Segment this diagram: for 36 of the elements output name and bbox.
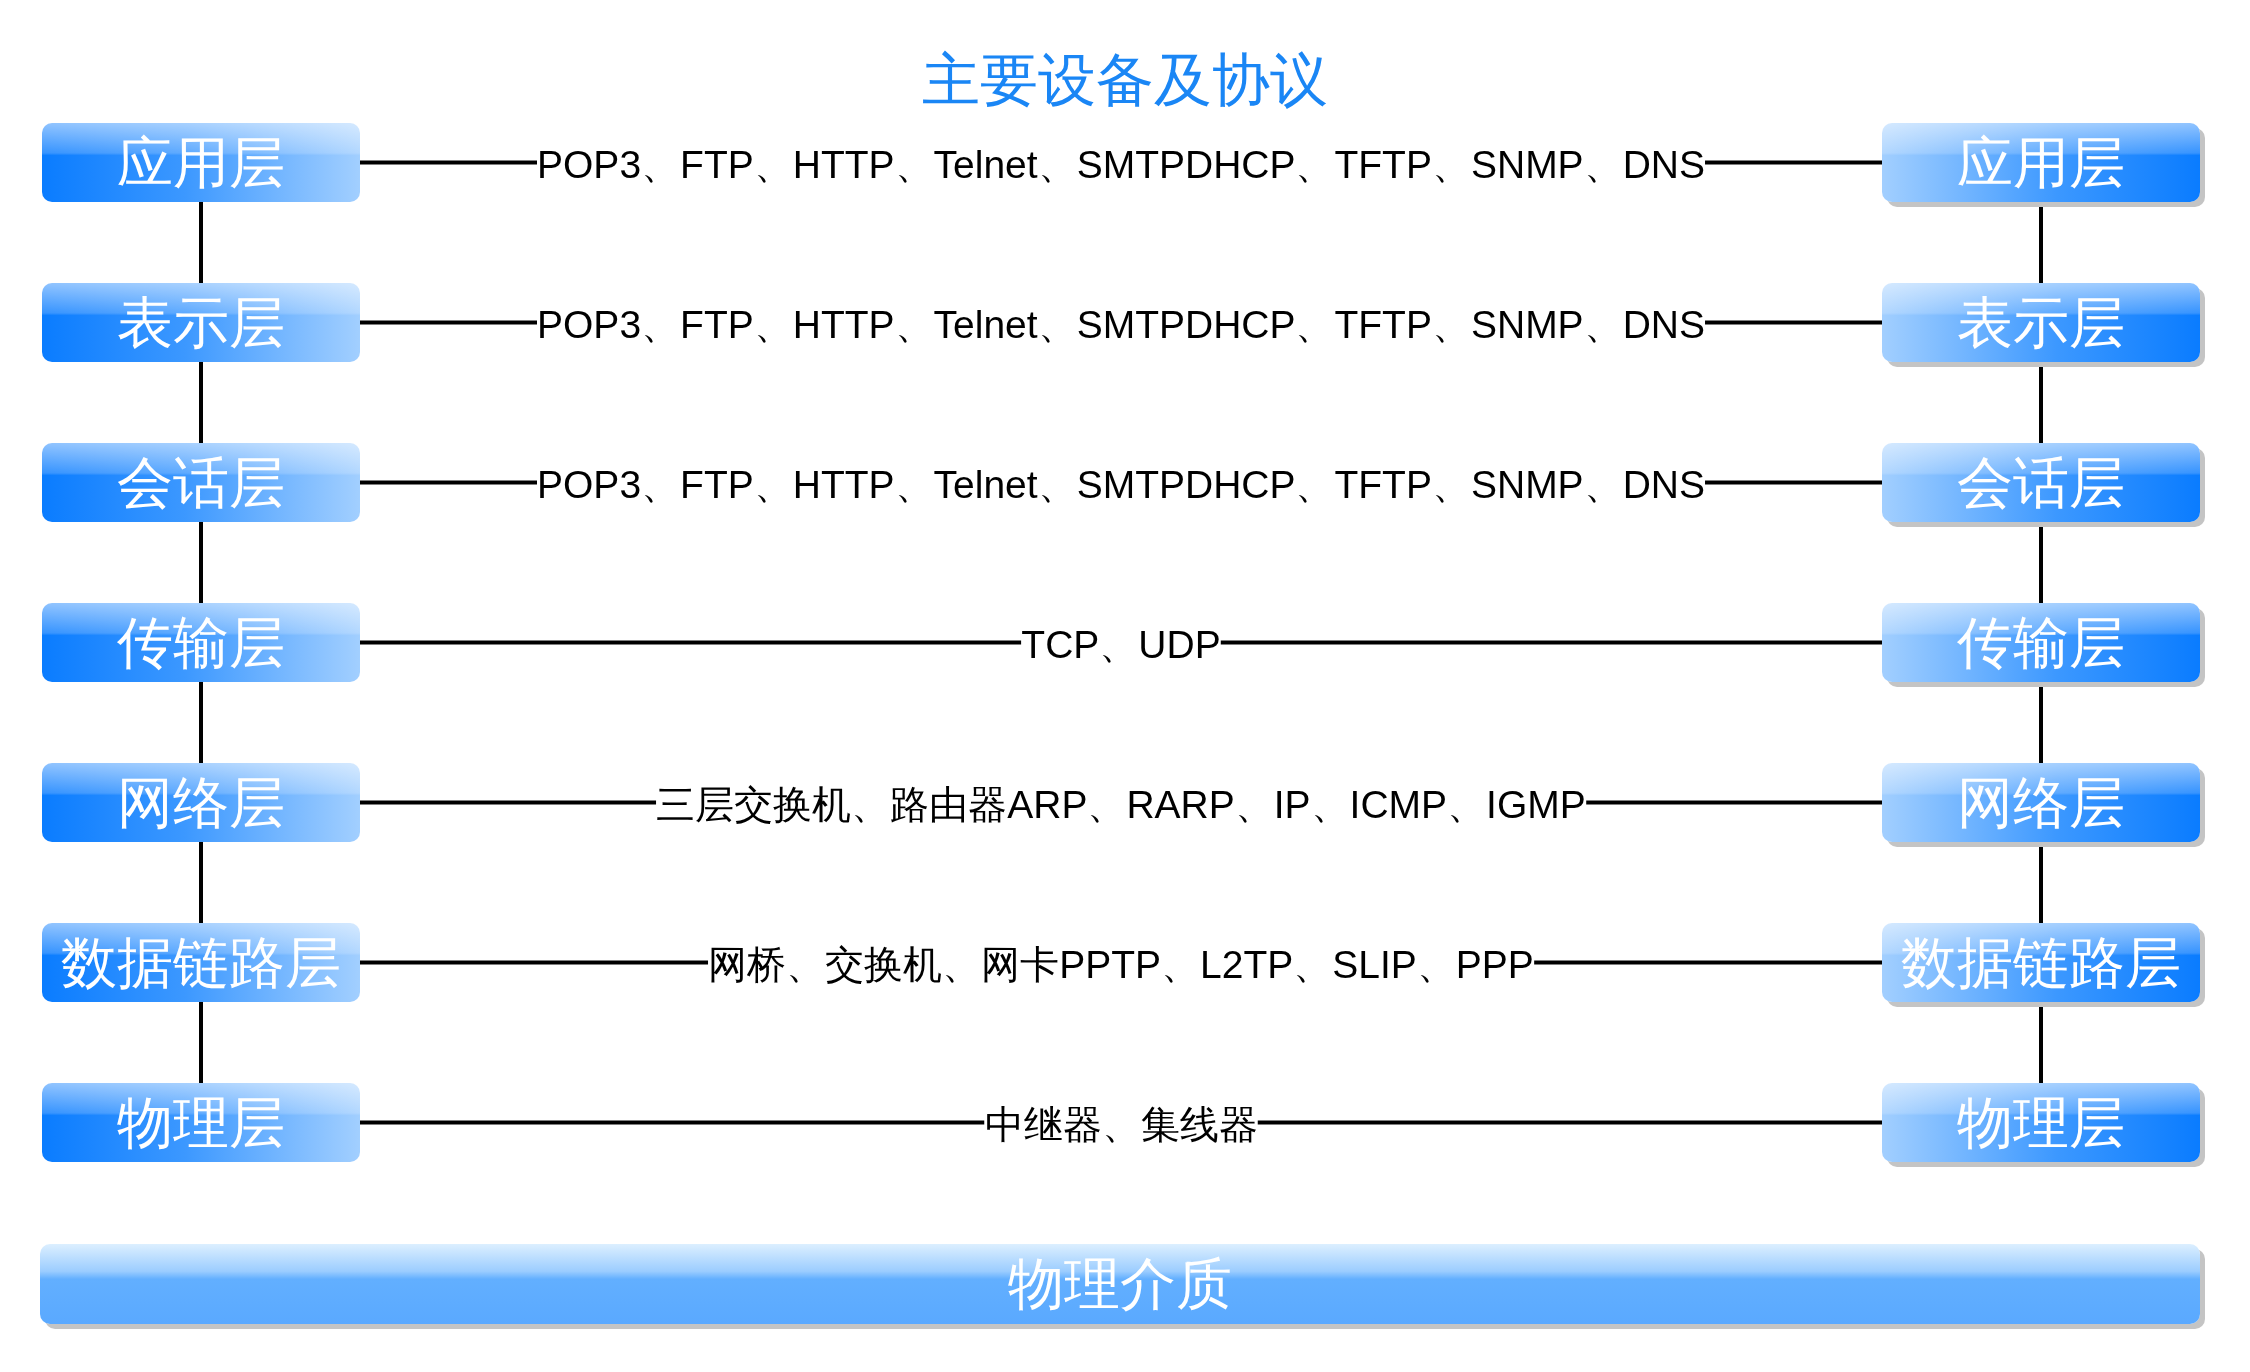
layer-label: 数据链路层 <box>1901 929 2181 996</box>
connector-line <box>358 480 1884 485</box>
layer-label: 会话层 <box>117 449 285 516</box>
connector-line <box>199 362 203 443</box>
layer-label: 应用层 <box>1957 129 2125 196</box>
connector-line <box>358 160 1884 165</box>
layer-label: 传输层 <box>1957 609 2125 676</box>
layer-label: 传输层 <box>117 609 285 676</box>
connector-line <box>358 1120 1884 1125</box>
connector-line <box>199 522 203 603</box>
layer-label: 表示层 <box>117 289 285 356</box>
connector-line <box>199 1002 203 1083</box>
connector-line <box>358 640 1884 645</box>
diagram-title: 主要设备及协议 <box>922 46 1328 114</box>
layer-box <box>42 763 360 842</box>
layer-label: 物理层 <box>1957 1089 2125 1156</box>
layer-label: 会话层 <box>1957 449 2125 516</box>
connector-line <box>199 842 203 923</box>
layer-label: 表示层 <box>1957 289 2125 356</box>
medium-label: 物理介质 <box>1008 1251 1232 1317</box>
layer-box <box>42 283 360 362</box>
connector-line <box>358 960 1884 965</box>
layer-box <box>42 123 360 202</box>
layer-label: 应用层 <box>117 129 285 196</box>
layer-box <box>42 443 360 522</box>
connector-line <box>199 682 203 763</box>
layer-box <box>42 603 360 682</box>
layer-box <box>42 1083 360 1162</box>
connector-line <box>358 800 1884 805</box>
layer-label: 网络层 <box>117 769 285 836</box>
layer-label: 数据链路层 <box>61 929 341 996</box>
connector-line <box>199 202 203 283</box>
layer-box <box>42 923 360 1002</box>
layer-label: 物理层 <box>117 1089 285 1156</box>
connector-line <box>358 320 1884 325</box>
layer-label: 网络层 <box>1957 769 2125 836</box>
